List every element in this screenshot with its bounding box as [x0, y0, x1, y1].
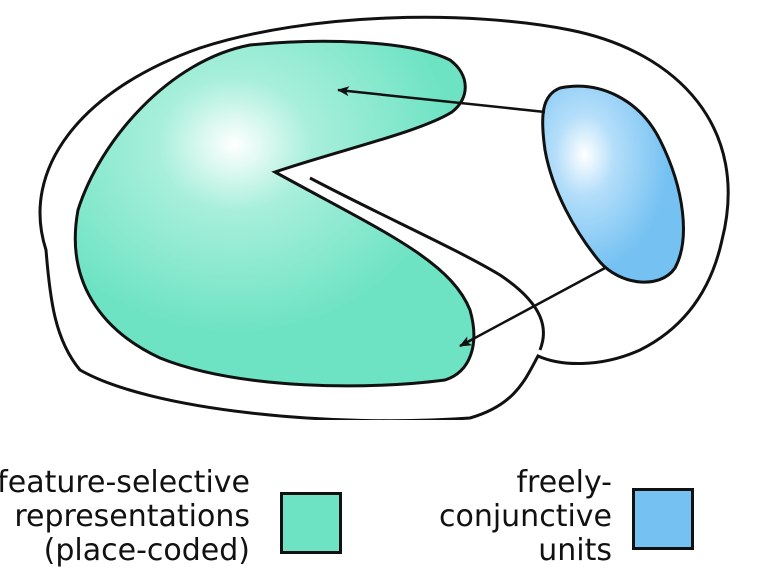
feature-selective-swatch	[280, 492, 342, 554]
brain-diagram	[38, 15, 730, 420]
conjunctive-label-line-3: units	[538, 533, 612, 568]
conjunctive-legend-label: freely- conjunctive units	[439, 466, 612, 568]
feature-selective-region	[73, 39, 476, 388]
feature-label-line-2: representations	[14, 499, 250, 534]
conjunctive-label-line-2: conjunctive	[438, 499, 612, 534]
conjunctive-label-line-1: freely-	[516, 465, 612, 500]
conjunctive-region	[541, 84, 685, 284]
inner-sulcus-line	[309, 176, 545, 351]
conjunctive-swatch	[632, 488, 694, 550]
feature-selective-legend-label: feature-selective representations (place…	[0, 466, 250, 568]
feature-label-line-1: feature-selective	[0, 465, 250, 500]
arrow-to-upper-region	[337, 86, 546, 114]
arrow-to-lower-region	[459, 266, 606, 348]
feature-label-line-3: (place-coded)	[43, 533, 250, 568]
